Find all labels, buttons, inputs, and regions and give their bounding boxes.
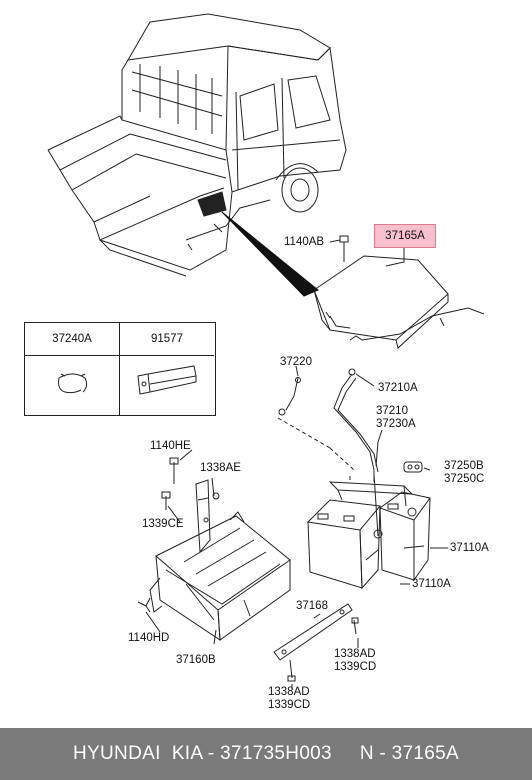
label-37210: 37210	[376, 405, 408, 417]
label-37168: 37168	[296, 600, 328, 612]
legend-label-91577: 91577	[120, 323, 214, 356]
label-1140AB: 1140AB	[284, 236, 325, 248]
cable-37220-illustration	[278, 365, 301, 416]
label-1338AD-bottom: 1338AD	[268, 686, 310, 698]
parts-diagram	[47, 13, 485, 690]
bracket-icon	[137, 365, 197, 395]
label-37165A-highlight[interactable]: 37165A	[374, 224, 436, 248]
clip-37250-illustration	[403, 461, 431, 473]
label-37250C: 37250C	[444, 473, 485, 485]
truck-illustration	[47, 13, 347, 277]
label-37210A: 37210A	[378, 382, 418, 394]
legend-label-37240A: 37240A	[25, 323, 119, 356]
legend-cell-91577: 91577	[120, 323, 214, 415]
label-1339CD-bottom: 1339CD	[268, 699, 311, 711]
label-1338AD-right: 1338AD	[334, 648, 376, 660]
bolt-1140AB-illustration	[339, 235, 349, 262]
label-1140HD: 1140HD	[128, 632, 170, 644]
label-1339CE: 1339CE	[142, 518, 184, 530]
label-1338AE: 1338AE	[200, 462, 241, 474]
footer-brand: HYUNDAI KIA	[73, 743, 203, 764]
label-37220: 37220	[280, 356, 312, 368]
battery-cover-illustration	[313, 255, 485, 349]
battery-37110A-illustration	[306, 470, 431, 590]
footer-part-number: 371735H003	[220, 743, 332, 764]
legend-cell-37240A: 37240A	[25, 323, 120, 415]
label-37250B: 37250B	[444, 460, 484, 472]
label-1140HE: 1140HE	[150, 440, 191, 452]
parts-legend-box: 37240A 91577	[24, 322, 216, 416]
label-37110A-top: 37110A	[450, 542, 489, 554]
battery-tray-illustration	[137, 457, 291, 641]
footer-bar: HYUNDAI KIA - 371735H003 N - 37165A	[0, 728, 532, 780]
label-1339CD-right: 1339CD	[334, 661, 377, 673]
clamp-icon	[58, 373, 88, 394]
label-37230A: 37230A	[376, 418, 416, 430]
cable-37210A-illustration	[333, 368, 379, 473]
label-37160B: 37160B	[176, 654, 216, 666]
location-pointer	[221, 211, 319, 297]
strap-37168-illustration	[273, 603, 359, 682]
label-37110A-bottom: 37110A	[412, 578, 451, 590]
footer-ref: N - 37165A	[359, 743, 459, 764]
